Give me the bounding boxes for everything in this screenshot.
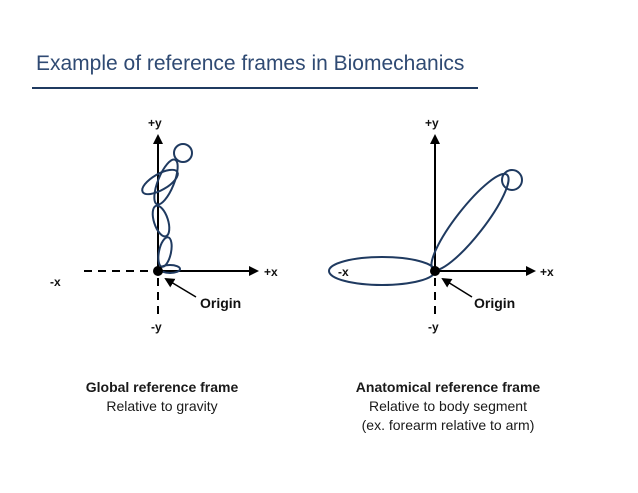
left-plus-y-label: +y (148, 116, 162, 130)
left-origin-label: Origin (200, 295, 241, 311)
anatomical-frame: +y -y +x -x Origin (328, 116, 554, 334)
anatomical-frame-caption-line1: Relative to body segment (369, 398, 527, 414)
global-frame-caption-title: Global reference frame (85, 379, 239, 395)
left-minus-y-label: -y (151, 320, 162, 334)
figure-arm (141, 168, 179, 196)
anatomical-frame-caption-title: Anatomical reference frame (355, 379, 541, 395)
right-origin-label: Origin (474, 295, 515, 311)
left-minus-x-label: -x (50, 275, 61, 289)
figure-thigh (151, 204, 171, 238)
right-plus-x-label: +x (540, 265, 554, 279)
standing-figure (141, 143, 193, 274)
figure-trunk (153, 158, 179, 206)
title-underline (32, 87, 478, 89)
forearm-segment (430, 172, 510, 272)
global-frame-caption: Global reference frame Relative to gravi… (37, 378, 287, 416)
left-origin-dot (153, 266, 163, 276)
right-minus-y-label: -y (428, 320, 439, 334)
figure-head (173, 143, 193, 163)
global-frame-caption-line: Relative to gravity (106, 398, 218, 414)
anatomical-frame-caption-line2: (ex. forearm relative to arm) (361, 417, 535, 433)
arm-segments (328, 169, 523, 286)
left-origin-pointer (164, 277, 197, 298)
right-origin-dot (430, 266, 440, 276)
anatomical-frame-caption: Anatomical reference frame Relative to b… (323, 378, 573, 435)
hand-circle (501, 169, 523, 191)
right-minus-x-label: -x (338, 265, 349, 279)
left-plus-x-label: +x (264, 265, 278, 279)
page-title: Example of reference frames in Biomechan… (36, 52, 465, 75)
global-frame: +y -y +x -x Origin (50, 116, 278, 334)
right-plus-y-label: +y (425, 116, 439, 130)
right-origin-pointer (441, 277, 473, 298)
